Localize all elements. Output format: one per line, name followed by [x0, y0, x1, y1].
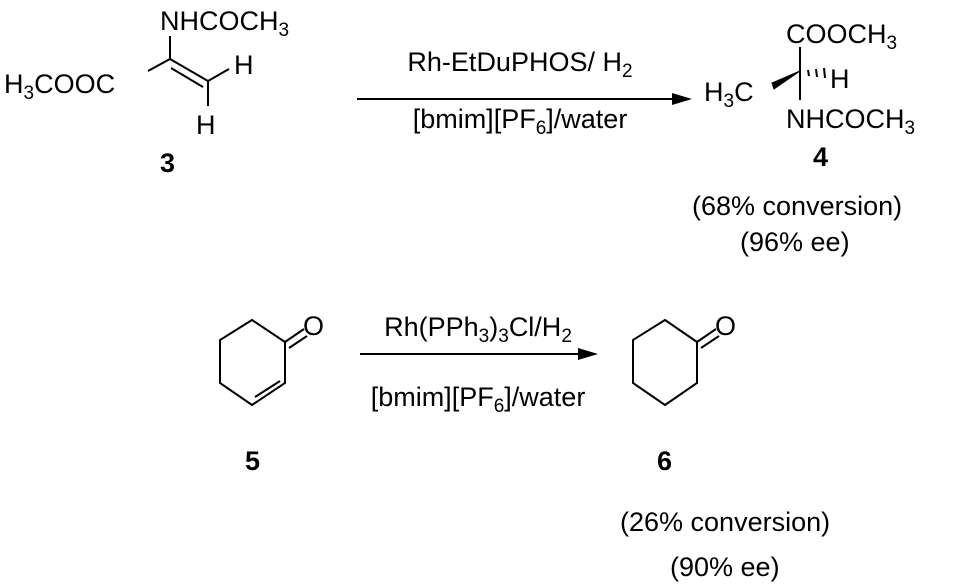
compound-5: O 5 [219, 311, 324, 476]
ring [632, 318, 698, 407]
arrow-head-icon [578, 348, 598, 360]
bond [169, 58, 209, 82]
hydrogen-lower: H [196, 110, 216, 140]
ee-1: (96% ee) [740, 227, 850, 257]
compound-label-4: 4 [813, 142, 828, 172]
hydrogen-upper: H [234, 50, 254, 80]
bond [147, 58, 171, 72]
reagent-top-2: Rh(PPh3)3Cl/H2 [384, 312, 572, 347]
reaction-arrow-1: Rh-EtDuPHOS/ H2 [bmim][PF6]/water [357, 47, 692, 139]
ring [219, 318, 286, 407]
carbonyl-bond-inner [288, 335, 308, 349]
compound-3: NHCOCH3 H3COOC H H 3 [4, 6, 289, 178]
methyl-ester-group: H3COOC [4, 69, 115, 104]
reagent-bottom-1: [bmim][PF6]/water [413, 104, 628, 139]
coococh3-group: COOCH3 [786, 19, 897, 54]
double-bond-inner [170, 67, 204, 88]
compound-4: COOCH3 H3C H NHCOCH3 4 (68% conversion) … [692, 19, 915, 257]
conversion-1: (68% conversion) [692, 191, 902, 221]
carbonyl-bond [696, 328, 717, 343]
nhcoch3-group: NHCOCH3 [160, 6, 289, 41]
compound-label-3: 3 [160, 148, 175, 178]
compound-label-5: 5 [245, 446, 260, 476]
compound-6: O 6 (26% conversion) (90% ee) [620, 311, 830, 582]
oxygen: O [303, 311, 324, 341]
double-bond-inner [254, 380, 281, 398]
compound-label-6: 6 [657, 446, 672, 476]
oxygen: O [715, 311, 736, 341]
hash-bond [823, 67, 826, 79]
hash-bond [815, 68, 818, 78]
hash-bond [807, 69, 810, 77]
reagent-top-1: Rh-EtDuPHOS/ H2 [407, 47, 632, 82]
nhcoch3-group: NHCOCH3 [786, 104, 915, 139]
hydrogen: H [830, 64, 850, 94]
carbonyl-bond [284, 328, 305, 343]
bond [207, 68, 230, 82]
methyl-group: H3C [704, 77, 754, 112]
conversion-2: (26% conversion) [620, 507, 830, 537]
reagent-bottom-2: [bmim][PF6]/water [371, 382, 586, 417]
carbonyl-bond-inner [700, 335, 720, 349]
ee-2: (90% ee) [670, 552, 780, 582]
arrow-head-icon [672, 93, 692, 105]
wedge-bond [771, 70, 801, 90]
reaction-arrow-2: Rh(PPh3)3Cl/H2 [bmim][PF6]/water [360, 312, 598, 417]
